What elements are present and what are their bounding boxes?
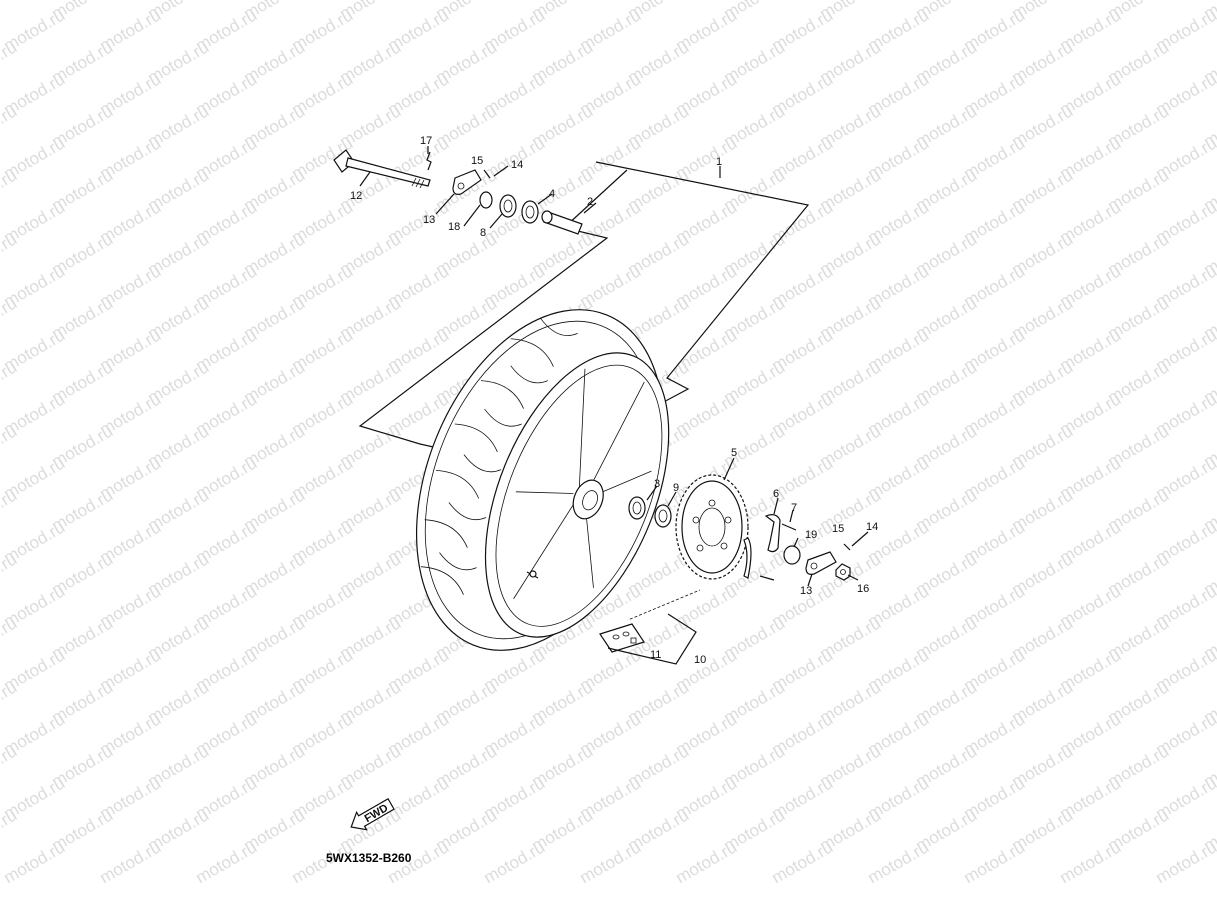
- callout-9: 9: [673, 482, 679, 494]
- callout-15-right: 15: [832, 523, 844, 535]
- callout-13-left: 13: [423, 214, 435, 226]
- callout-1: 1: [716, 156, 722, 168]
- sprocket-bolt: [759, 523, 797, 581]
- callout-18: 18: [448, 221, 460, 233]
- watermark-text: motod.ru: [0, 0, 20, 23]
- oil-seal-left: [499, 194, 517, 218]
- valve-cap: [529, 570, 537, 578]
- watermark-text: motod.ru: [1153, 837, 1217, 887]
- callout-14-left: 14: [511, 159, 523, 171]
- callout-labels: 1 2 3 5 6 7 8 9 10 11 12 13 13 14 14 15 …: [350, 135, 878, 666]
- callout-6: 6: [773, 488, 779, 500]
- callout-4: 4: [549, 188, 555, 200]
- axle-nut: [835, 563, 851, 581]
- drive-chain: [627, 589, 701, 621]
- oil-seal-right: [654, 504, 672, 528]
- spacer: [541, 210, 583, 235]
- rear-wheel: [415, 309, 670, 651]
- callout-11: 11: [650, 649, 661, 661]
- watermark-text: motod.ru: [1, 837, 69, 887]
- callout-7: 7: [791, 502, 797, 514]
- callout-14-right: 14: [866, 521, 878, 533]
- callout-13-right: 13: [800, 585, 812, 597]
- callout-17: 17: [420, 135, 432, 147]
- watermark-text: motod.ru: [481, 837, 549, 887]
- leader-lines: [359, 146, 869, 587]
- chain-bracket: [607, 613, 697, 665]
- callout-2: 2: [587, 196, 593, 208]
- callout-16: 16: [857, 583, 869, 595]
- callout-12: 12: [350, 190, 362, 202]
- bearing-right: [628, 496, 646, 520]
- bearing-left: [521, 200, 539, 224]
- collar-left: [479, 191, 493, 209]
- collar-right: [783, 545, 801, 565]
- axle: [333, 149, 431, 189]
- pin-left: [483, 169, 491, 179]
- sprocket: [675, 474, 749, 580]
- lock-washer: [743, 514, 781, 579]
- chain-adjuster-left: [452, 169, 482, 195]
- watermark-text: motod.ru: [97, 837, 165, 887]
- master-link: [599, 623, 645, 653]
- watermark-text: motod.ru: [865, 837, 933, 887]
- watermark-text: motod.ru: [961, 837, 1029, 887]
- callout-3: 3: [654, 478, 660, 490]
- watermark-text: motod.ru: [673, 837, 741, 887]
- chain-adjuster-right: [805, 551, 837, 575]
- cotter-pin: [426, 151, 432, 171]
- callout-5: 5: [731, 447, 737, 459]
- watermark-text: motod.ru: [193, 837, 261, 887]
- callout-15-left: 15: [471, 155, 483, 167]
- pin-right: [843, 543, 851, 551]
- watermark-text: motod.ru: [577, 837, 645, 887]
- watermark-text: motod.ru: [769, 837, 837, 887]
- callout-10: 10: [694, 654, 706, 666]
- callout-19: 19: [805, 529, 817, 541]
- watermark-text: motod.ru: [1057, 837, 1125, 887]
- callout-8: 8: [480, 227, 486, 239]
- diagram-code: 5WX1352-B260: [326, 851, 412, 865]
